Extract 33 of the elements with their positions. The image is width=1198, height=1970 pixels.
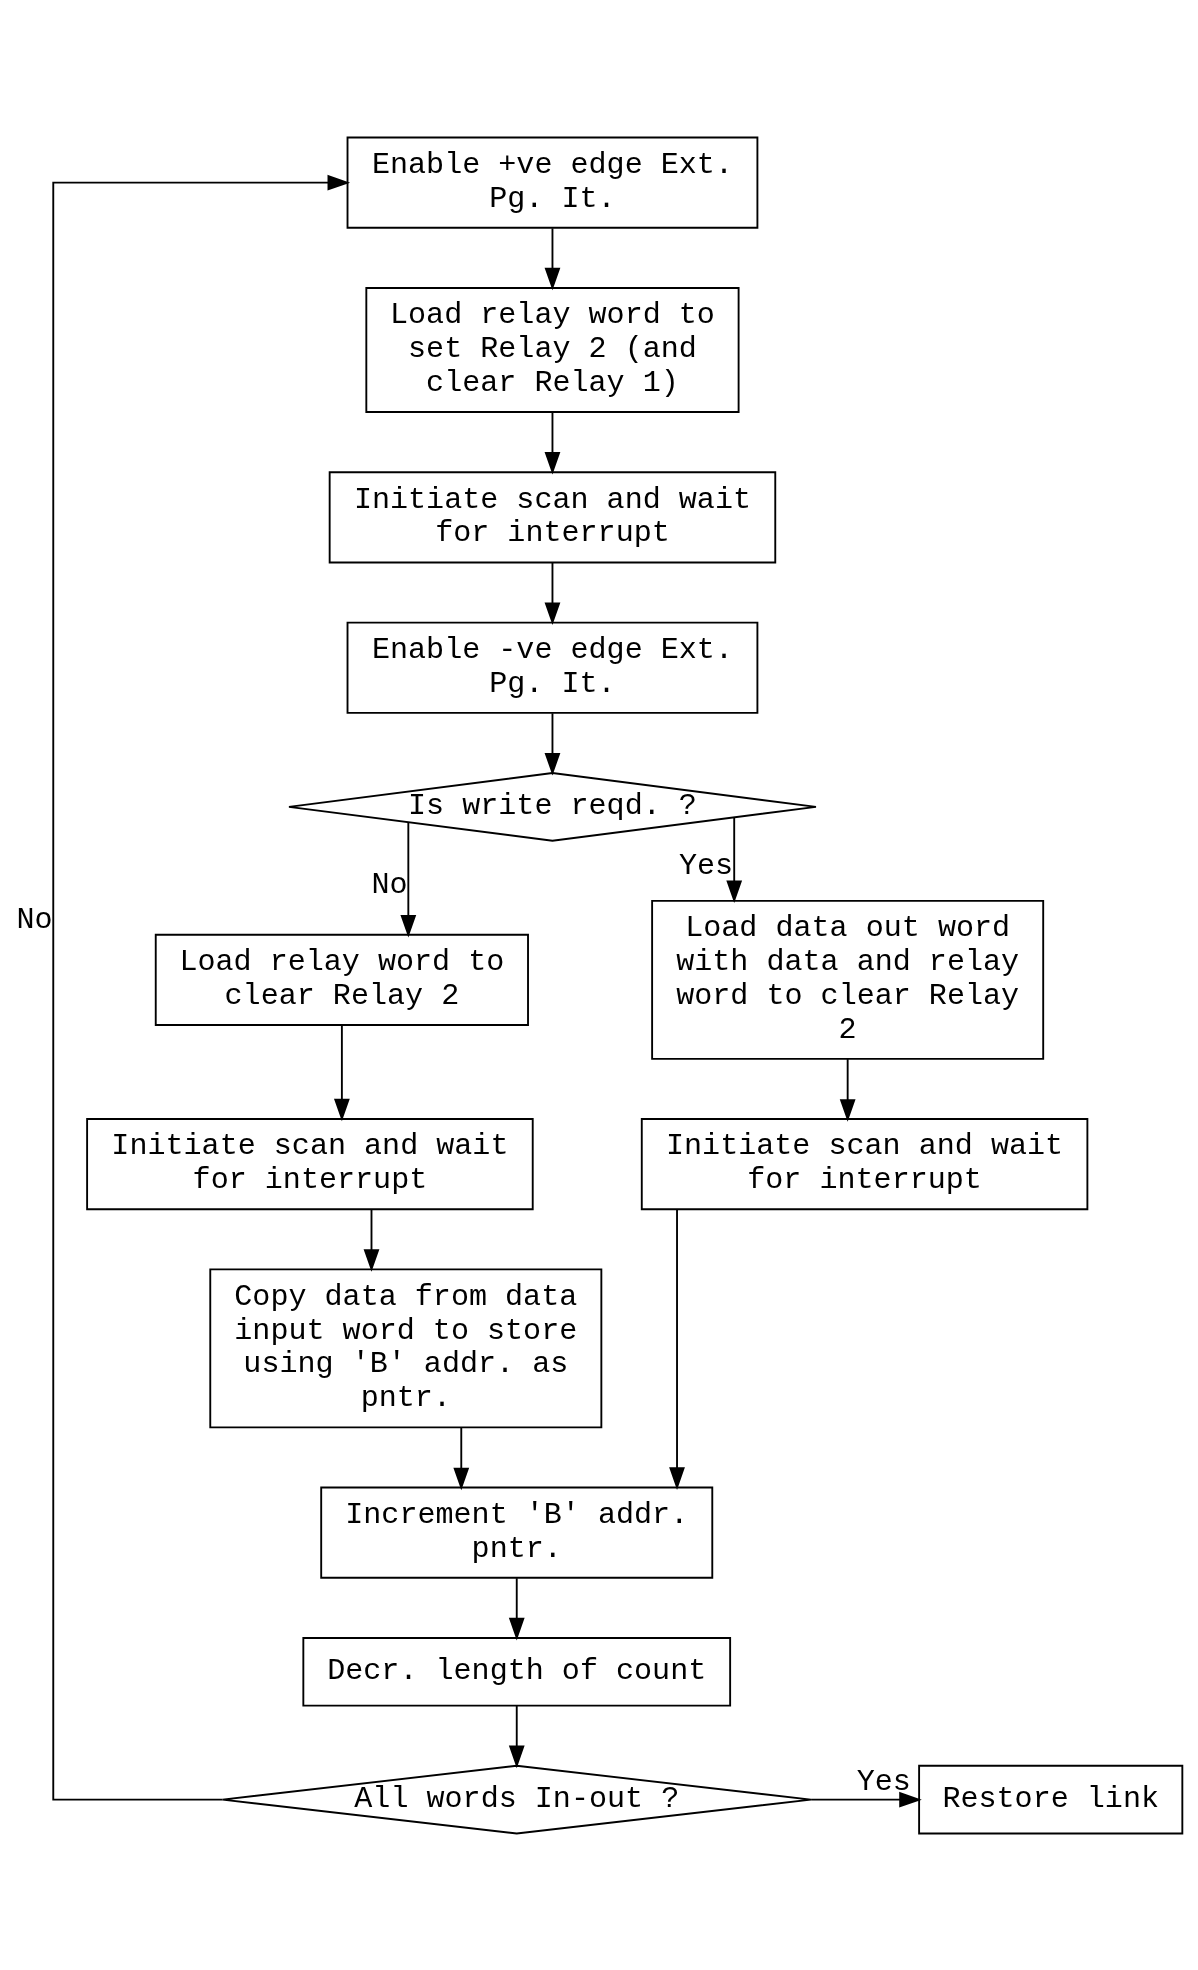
arrow	[544, 711, 561, 776]
arrow	[544, 410, 561, 475]
arrow	[508, 1704, 525, 1768]
node-box: Restore link	[918, 1764, 1184, 1834]
node-box: Enable +ve edge Ext. Pg. It.	[346, 136, 759, 229]
arrow	[544, 561, 561, 625]
node-box: Copy data from data input word to store using 'B' addr. as pntr.	[209, 1267, 603, 1428]
arrow	[810, 1791, 922, 1808]
arrow	[363, 1208, 380, 1272]
arrow	[333, 1023, 350, 1121]
edge-label: Yes	[856, 1764, 911, 1799]
node-box: Load relay word to set Relay 2 (and clear Relay 1)	[365, 286, 740, 413]
edge-label: No	[371, 867, 408, 902]
arrow	[508, 1576, 525, 1640]
arrow	[726, 816, 743, 903]
arrow	[544, 226, 561, 290]
node-box: Enable -ve edge Ext. Pg. It.	[346, 621, 759, 714]
arrow	[839, 1057, 856, 1122]
edge-label: No	[16, 902, 53, 937]
node-box: Load relay word to clear Relay 2	[154, 933, 529, 1026]
node-diamond: All words In-out ?	[221, 1764, 812, 1834]
arrow	[453, 1426, 470, 1490]
node-box: Initiate scan and wait for interrupt	[328, 470, 777, 563]
arrow	[400, 820, 417, 937]
node-box: Decr. length of count	[302, 1636, 732, 1707]
node-diamond: Is write reqd. ?	[288, 771, 817, 842]
edge-label: Yes	[678, 848, 734, 883]
arrow	[52, 174, 351, 1801]
node-box: Initiate scan and wait for interrupt	[640, 1117, 1089, 1210]
node-box: Increment 'B' addr. pntr.	[320, 1486, 714, 1579]
node-box: Load data out word with data and relay word to clear Relay 2	[651, 899, 1045, 1060]
node-box: Initiate scan and wait for interrupt	[86, 1117, 534, 1210]
arrow	[669, 1207, 685, 1490]
